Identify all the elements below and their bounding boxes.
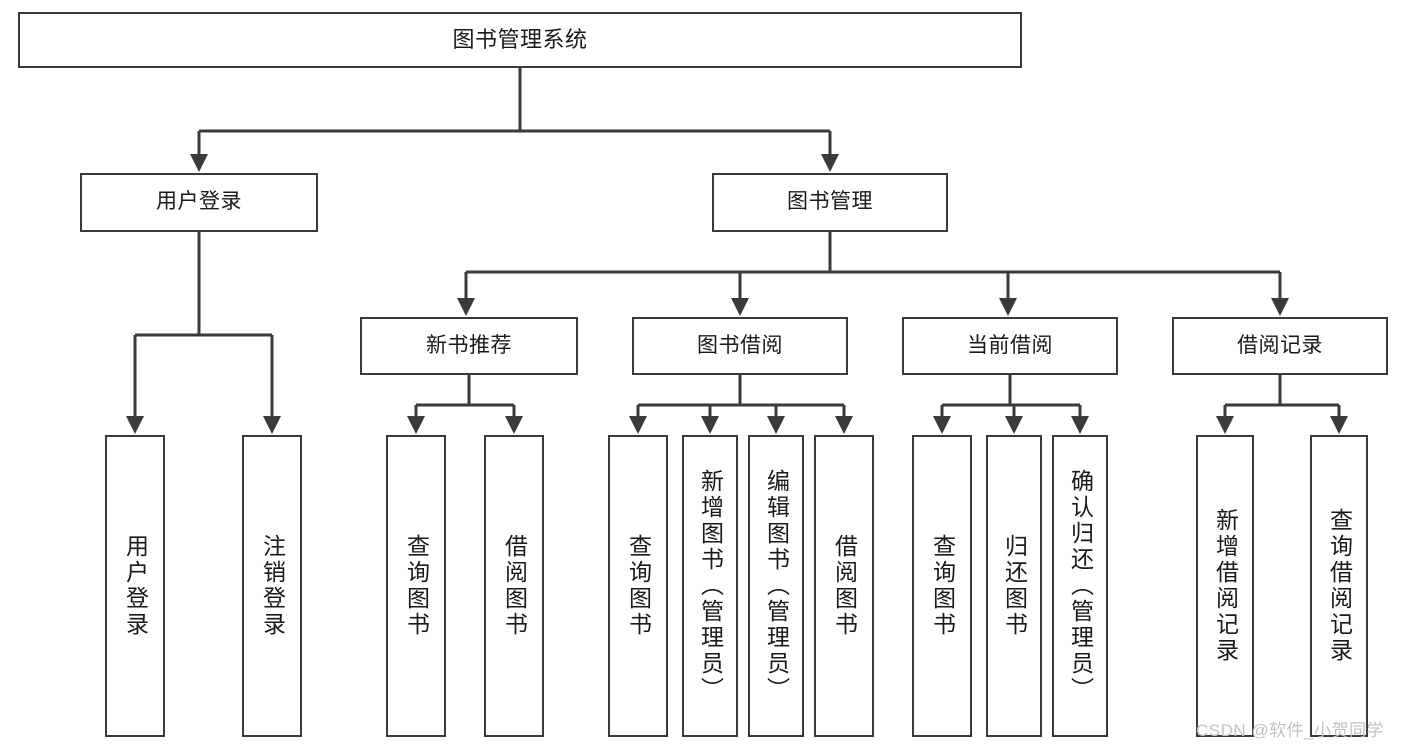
node-leaf-bb-edit[interactable]: 编辑图书（管理员） xyxy=(748,435,804,737)
node-label-leaf-cb-query: 查询图书 xyxy=(929,534,956,638)
arrow-head-icon xyxy=(835,416,853,434)
connector-borrow-record-to-leaves xyxy=(1216,375,1348,434)
node-label-leaf-nbr-borrow: 借阅图书 xyxy=(501,534,528,638)
connector-book-borrow-to-leaves xyxy=(629,375,853,434)
node-leaf-cb-confirm[interactable]: 确认归还（管理员） xyxy=(1052,435,1108,737)
node-label-leaf-bb-edit: 编辑图书（管理员） xyxy=(763,469,790,703)
connector-user-login-to-leaves xyxy=(126,232,281,434)
node-label-leaf-cb-confirm: 确认归还（管理员） xyxy=(1067,469,1094,703)
node-borrow-record[interactable]: 借阅记录 xyxy=(1172,317,1388,375)
node-label-leaf-bb-borrow: 借阅图书 xyxy=(831,534,858,638)
node-label-root: 图书管理系统 xyxy=(452,27,588,53)
node-root[interactable]: 图书管理系统 xyxy=(18,12,1022,68)
node-current-borrow[interactable]: 当前借阅 xyxy=(902,317,1118,375)
arrow-head-icon xyxy=(457,298,475,316)
node-label-leaf-cb-return: 归还图书 xyxy=(1001,534,1028,638)
arrow-head-icon xyxy=(1071,416,1089,434)
node-label-current-borrow: 当前借阅 xyxy=(967,333,1053,357)
node-label-leaf-br-add: 新增借阅记录 xyxy=(1212,508,1239,664)
node-label-book-borrow: 图书借阅 xyxy=(697,333,783,357)
node-label-user-login: 用户登录 xyxy=(156,190,242,214)
arrow-head-icon xyxy=(190,154,208,172)
arrow-head-icon xyxy=(1005,416,1023,434)
arrow-head-icon xyxy=(999,298,1017,316)
node-label-leaf-br-query: 查询借阅记录 xyxy=(1326,508,1353,664)
node-label-leaf-bb-add: 新增图书（管理员） xyxy=(697,469,724,703)
connector-book-manage-to-level2 xyxy=(457,232,1289,316)
arrow-head-icon xyxy=(821,154,839,172)
node-label-book-manage: 图书管理 xyxy=(787,190,873,214)
node-book-manage[interactable]: 图书管理 xyxy=(712,173,948,232)
node-label-borrow-record: 借阅记录 xyxy=(1237,333,1323,357)
node-leaf-bb-query[interactable]: 查询图书 xyxy=(608,435,668,737)
node-leaf-br-add[interactable]: 新增借阅记录 xyxy=(1196,435,1254,737)
node-leaf-nbr-query[interactable]: 查询图书 xyxy=(386,435,446,737)
connector-root-to-level1 xyxy=(190,68,839,172)
node-label-leaf-bb-query: 查询图书 xyxy=(625,534,652,638)
node-leaf-user-login[interactable]: 用户登录 xyxy=(105,435,165,737)
arrow-head-icon xyxy=(933,416,951,434)
node-leaf-bb-borrow[interactable]: 借阅图书 xyxy=(814,435,874,737)
node-leaf-user-logout[interactable]: 注销登录 xyxy=(242,435,302,737)
arrow-head-icon xyxy=(263,416,281,434)
connector-new-book-rec-to-leaves xyxy=(407,375,523,434)
connector-current-borrow-to-leaves xyxy=(933,375,1089,434)
arrow-head-icon xyxy=(701,416,719,434)
node-leaf-br-query[interactable]: 查询借阅记录 xyxy=(1310,435,1368,737)
arrow-head-icon xyxy=(629,416,647,434)
node-leaf-cb-return[interactable]: 归还图书 xyxy=(986,435,1042,737)
arrow-head-icon xyxy=(1271,298,1289,316)
node-leaf-cb-query[interactable]: 查询图书 xyxy=(912,435,972,737)
node-label-new-book-rec: 新书推荐 xyxy=(426,333,512,357)
node-leaf-bb-add[interactable]: 新增图书（管理员） xyxy=(682,435,738,737)
node-leaf-nbr-borrow[interactable]: 借阅图书 xyxy=(484,435,544,737)
node-new-book-rec[interactable]: 新书推荐 xyxy=(360,317,578,375)
arrow-head-icon xyxy=(505,416,523,434)
arrow-head-icon xyxy=(731,298,749,316)
node-label-leaf-user-logout: 注销登录 xyxy=(259,534,286,638)
arrow-head-icon xyxy=(126,416,144,434)
node-book-borrow[interactable]: 图书借阅 xyxy=(632,317,848,375)
node-label-leaf-user-login: 用户登录 xyxy=(122,534,149,638)
node-user-login[interactable]: 用户登录 xyxy=(80,173,318,232)
arrow-head-icon xyxy=(407,416,425,434)
arrow-head-icon xyxy=(1216,416,1234,434)
node-label-leaf-nbr-query: 查询图书 xyxy=(403,534,430,638)
arrow-head-icon xyxy=(1330,416,1348,434)
arrow-head-icon xyxy=(767,416,785,434)
